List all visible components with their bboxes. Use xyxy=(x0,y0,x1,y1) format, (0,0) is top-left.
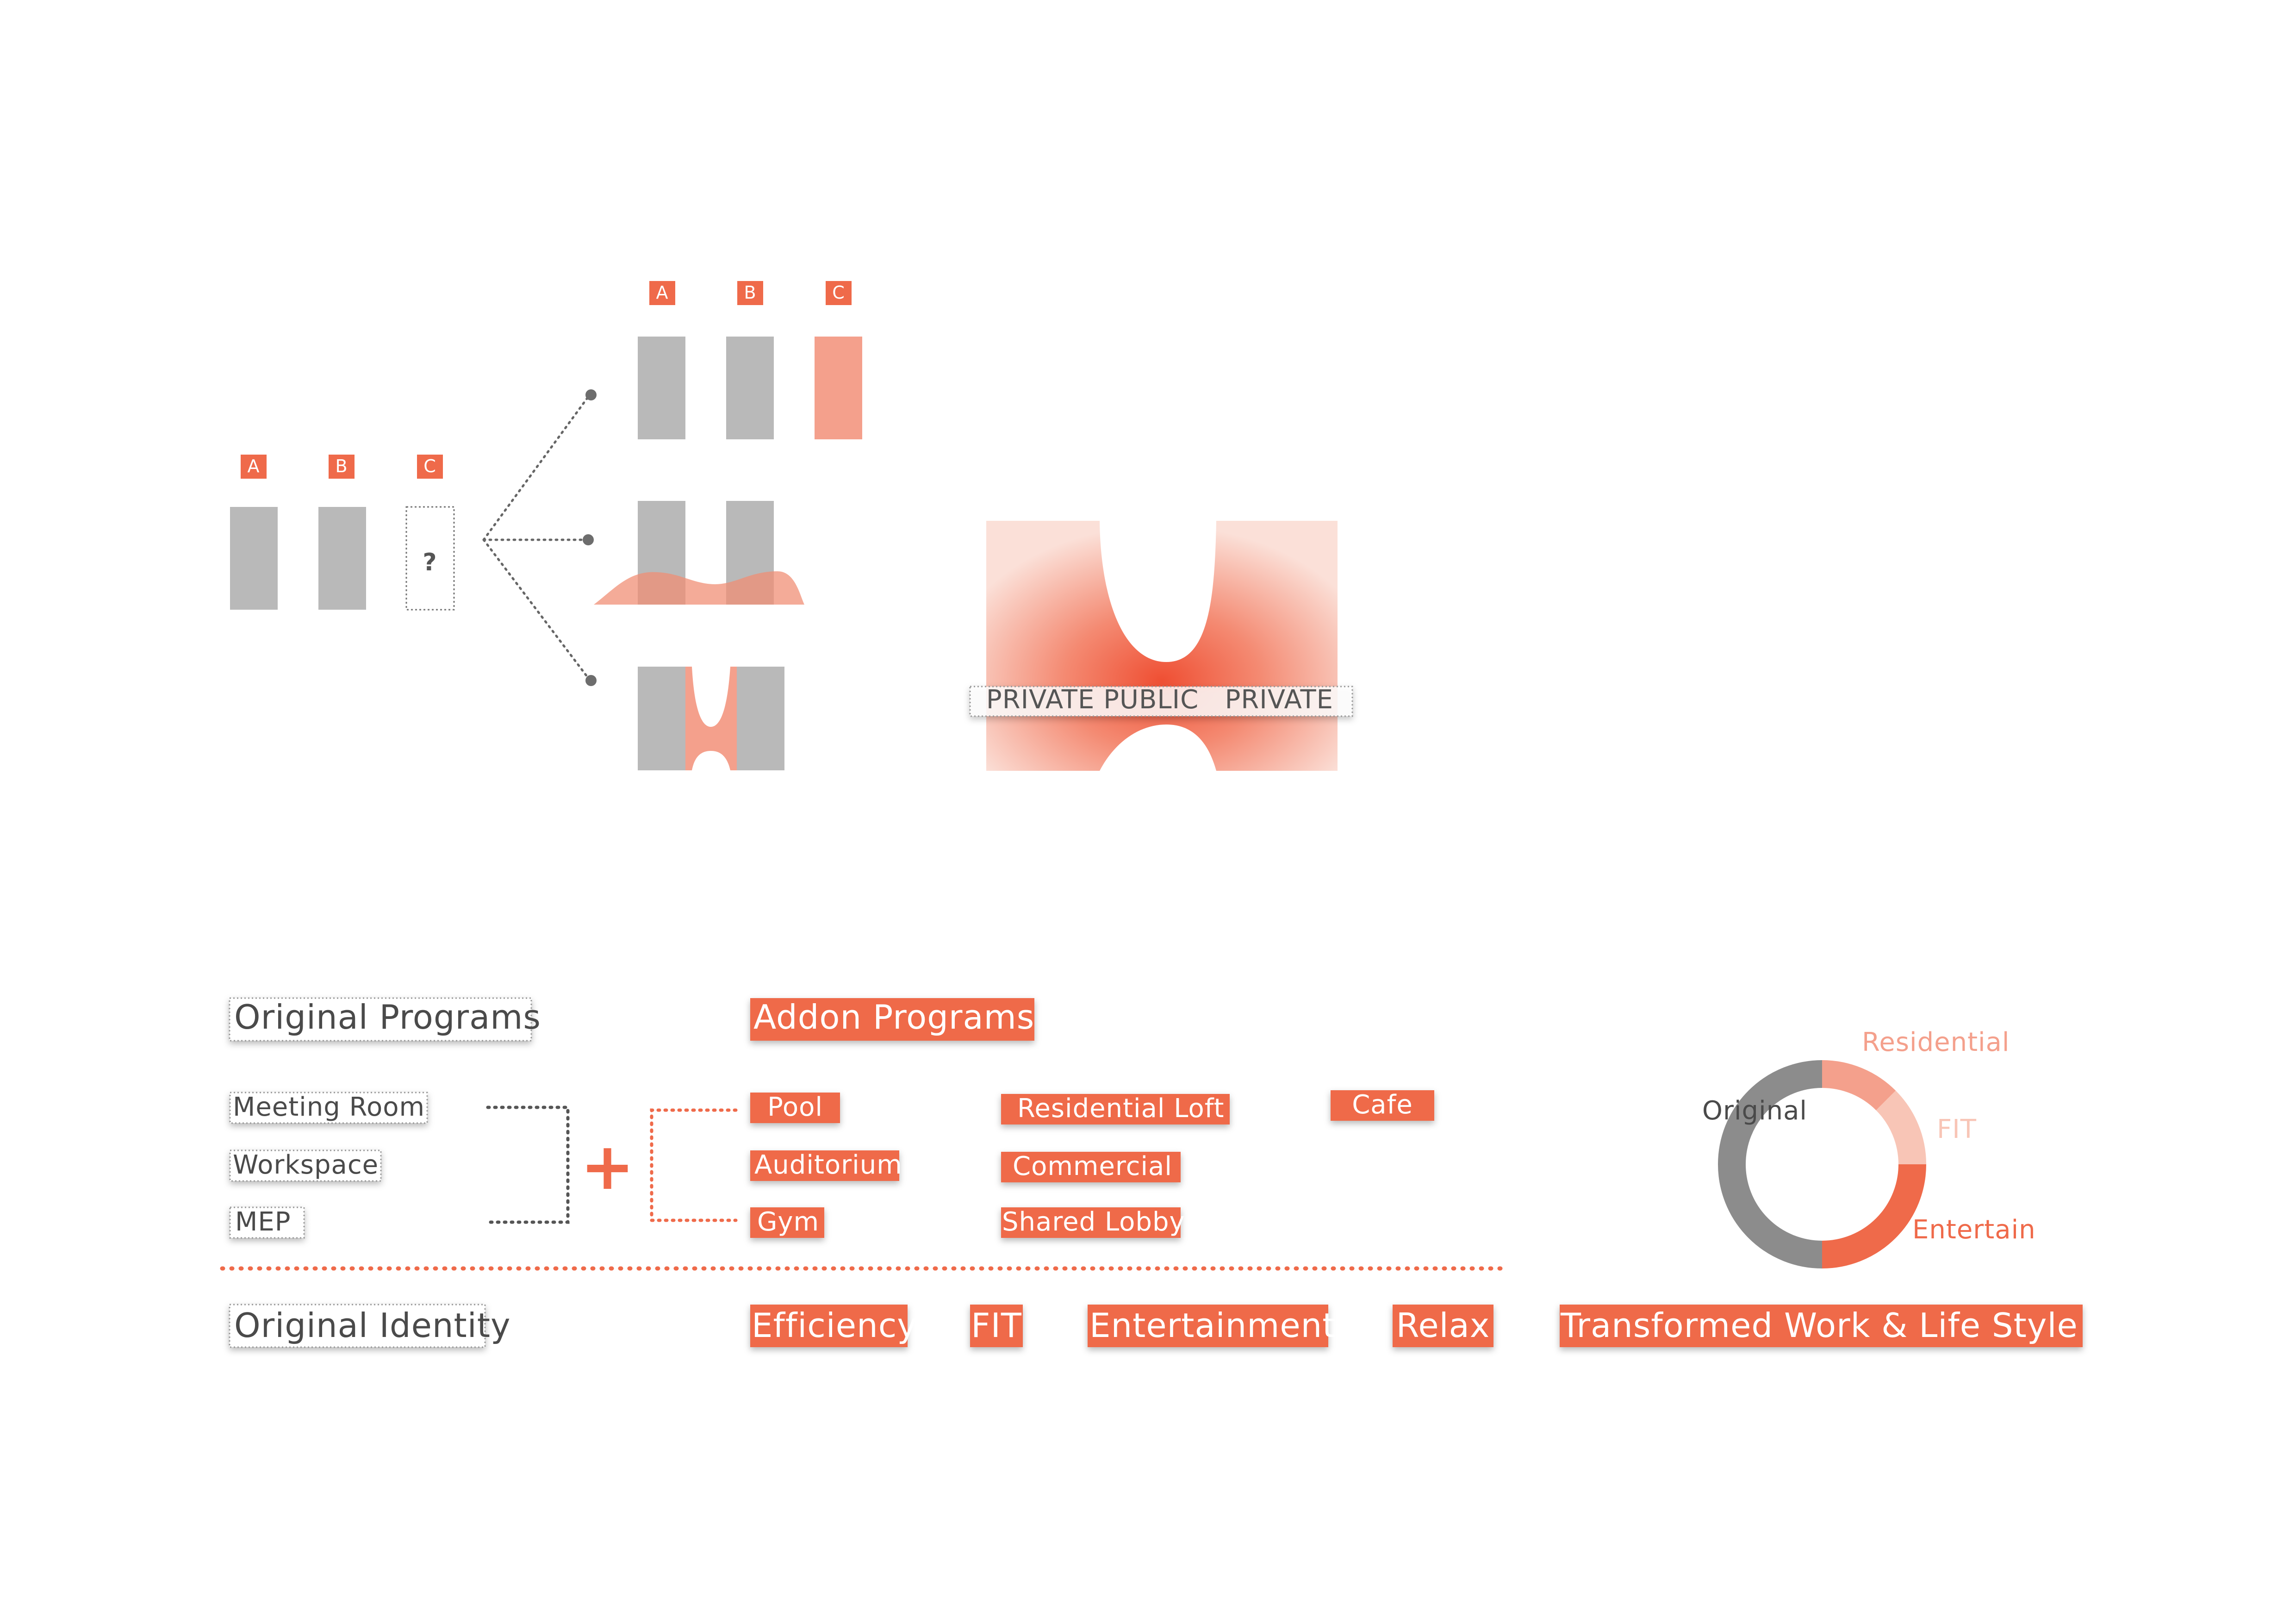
donut-label-entertain: Entertain xyxy=(1912,1215,2036,1245)
left-tag-a: A xyxy=(248,456,260,476)
opt-tag-c: C xyxy=(832,282,845,303)
donut-slice-original xyxy=(1718,1060,1823,1268)
gradient-label: PRIVATE PUBLIC PRIVATE xyxy=(986,685,1333,715)
gym-label: Gym xyxy=(757,1207,819,1237)
connector-dot-mid xyxy=(583,534,594,545)
cafe-label: Cafe xyxy=(1352,1090,1413,1120)
left-block-b xyxy=(318,507,366,610)
entertainment-bg xyxy=(1088,1305,1328,1347)
efficiency-bg xyxy=(750,1305,908,1347)
relax-bg xyxy=(1393,1305,1493,1347)
residential-loft-bg xyxy=(1001,1094,1230,1124)
left-tag-c: C xyxy=(423,456,436,476)
pool-bg xyxy=(750,1093,840,1123)
workspace-bg xyxy=(229,1149,382,1182)
auditorium-bg xyxy=(750,1150,899,1181)
donut-label-residential: Residential xyxy=(1862,1027,2010,1057)
opt-tag-b-bg xyxy=(737,281,763,305)
opt1-block-b xyxy=(726,337,774,439)
left-building-group: A B C ? xyxy=(230,455,455,611)
option-middle xyxy=(594,501,804,605)
addon-programs-title: Addon Programs xyxy=(753,998,1034,1037)
public-private-diagram: PRIVATE PUBLIC PRIVATE xyxy=(969,521,1353,771)
opt3-block-b xyxy=(737,667,784,770)
addon-programs-title-bg xyxy=(750,998,1034,1041)
left-tag-a-bg xyxy=(241,455,267,479)
connector-top xyxy=(482,394,591,541)
left-block-a xyxy=(230,507,278,610)
relax-label: Relax xyxy=(1396,1306,1490,1345)
efficiency-label: Efficiency xyxy=(752,1306,917,1345)
opt3-block-a xyxy=(638,667,685,770)
opt3-hourglass xyxy=(685,667,737,770)
option-bottom xyxy=(638,667,784,770)
entertainment-label: Entertainment xyxy=(1089,1306,1336,1345)
meeting-room-bg xyxy=(229,1092,428,1124)
original-programs-title-bg xyxy=(229,997,532,1042)
commercial-bg xyxy=(1001,1152,1181,1182)
donut-slice-fit xyxy=(1876,1090,1926,1165)
meeting-room-label: Meeting Room xyxy=(233,1092,425,1122)
shared-lobby-label: Shared Lobby xyxy=(1002,1207,1185,1237)
opt-tag-c-bg xyxy=(826,281,852,305)
left-tag-b: B xyxy=(335,456,348,476)
original-identity-title: Original Identity xyxy=(234,1306,511,1345)
workspace-label: Workspace xyxy=(233,1150,379,1180)
opt-tag-b: B xyxy=(744,282,756,303)
connector-dot-bottom xyxy=(585,675,597,686)
donut-slice-residential xyxy=(1822,1060,1896,1111)
pool-label: Pool xyxy=(767,1092,823,1122)
original-identity-bg xyxy=(229,1304,486,1348)
opt1-block-a xyxy=(638,337,685,439)
fit-bg xyxy=(970,1305,1023,1347)
shared-lobby-bg xyxy=(1001,1207,1181,1238)
programs-section: Original Programs Addon Programs Meeting… xyxy=(229,997,1434,1239)
commercial-label: Commercial xyxy=(1013,1151,1172,1181)
gradient-label-bg xyxy=(969,686,1353,717)
left-block-c-placeholder xyxy=(405,506,455,611)
opt2-wave-shape xyxy=(594,571,804,605)
cafe-bg xyxy=(1331,1090,1434,1121)
plus-sign: + xyxy=(580,1129,635,1205)
original-bracket xyxy=(486,1106,570,1224)
opt-tag-a: A xyxy=(656,282,669,303)
gym-bg xyxy=(750,1207,824,1238)
transformed-title: Transformed Work & Life Style xyxy=(1560,1306,2078,1345)
opt-tag-a-bg xyxy=(649,281,675,305)
donut-label-fit: FIT xyxy=(1937,1114,1977,1144)
left-tag-c-bg xyxy=(417,455,443,479)
branch-connectors xyxy=(482,394,591,682)
auditorium-label: Auditorium xyxy=(754,1150,902,1180)
connector-bottom xyxy=(482,538,591,682)
option-top: A B C xyxy=(638,281,862,439)
unknown-mark: ? xyxy=(423,549,437,576)
opt1-block-c xyxy=(815,337,862,439)
gradient-shape xyxy=(986,521,1338,771)
original-programs-title: Original Programs xyxy=(234,998,541,1037)
mep-bg xyxy=(229,1206,305,1239)
mep-label: MEP xyxy=(235,1207,291,1237)
connector-dot-top xyxy=(585,389,597,400)
residential-loft-label: Residential Loft xyxy=(1017,1093,1224,1124)
left-tag-b-bg xyxy=(329,455,355,479)
donut-slice-entertain xyxy=(1822,1164,1926,1268)
identity-row: Original Identity Efficiency FIT Enterta… xyxy=(229,1304,2083,1348)
donut-label-original: Original xyxy=(1702,1096,1807,1126)
transformed-bg xyxy=(1560,1305,2083,1347)
fit-label: FIT xyxy=(971,1306,1022,1345)
addon-bracket xyxy=(650,1108,738,1222)
